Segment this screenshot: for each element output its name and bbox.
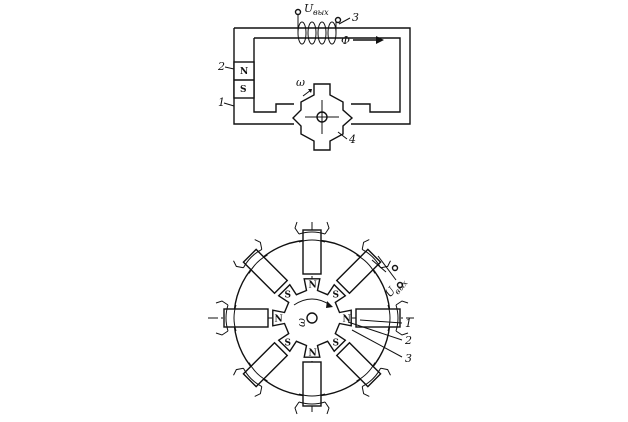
yoke-outer <box>233 27 411 125</box>
stator-tooth <box>294 361 330 415</box>
rotor-pole-label: S <box>333 339 340 349</box>
output-coil <box>294 8 342 45</box>
rotor-gear <box>272 278 352 358</box>
rotor-speed-label: ω <box>295 318 308 327</box>
rotor-pole-label: N <box>309 281 317 291</box>
rotor-pole-label: N <box>343 315 351 325</box>
output-voltage-label: U <box>304 2 314 15</box>
callout-1: 1 <box>405 317 412 330</box>
rotation-speed-label: ω <box>296 76 305 89</box>
rotor-cross <box>292 83 354 151</box>
callout-2: 2 <box>217 60 225 73</box>
stator-tooth <box>355 300 409 336</box>
output-terminals <box>371 255 404 289</box>
output-voltage-subscript: вых <box>393 278 410 296</box>
flux-arrowhead <box>376 36 384 44</box>
magnet-pole-n: N <box>240 67 248 77</box>
output-voltage-subscript: вых <box>313 8 329 17</box>
callout-3: 3 <box>352 11 359 24</box>
rotor-pole-label: S <box>333 291 340 301</box>
stator-tooth <box>215 300 269 336</box>
stator-tooth <box>294 221 330 275</box>
rotor-pole-label: N <box>275 315 283 325</box>
stator-tooth <box>233 239 289 295</box>
stator-tooth <box>233 341 289 397</box>
magnetic-circuit-diagram: N S U вых Φ ω 1 <box>217 2 411 151</box>
callout-1: 1 <box>218 96 225 109</box>
rotor-pole-label: S <box>285 291 292 301</box>
magnet-pole-s: S <box>240 85 247 95</box>
stator-tooth <box>335 341 391 397</box>
shaft <box>306 312 318 324</box>
rotor-pole-label: S <box>285 339 292 349</box>
callout-2: 2 <box>404 334 412 347</box>
rotor-pole-label: N <box>309 349 317 359</box>
flux-label: Φ <box>341 34 350 47</box>
callout-4: 4 <box>348 133 356 146</box>
callout-3: 3 <box>405 352 412 365</box>
rotor-pole-labels: N S N S N S N S <box>275 281 351 359</box>
